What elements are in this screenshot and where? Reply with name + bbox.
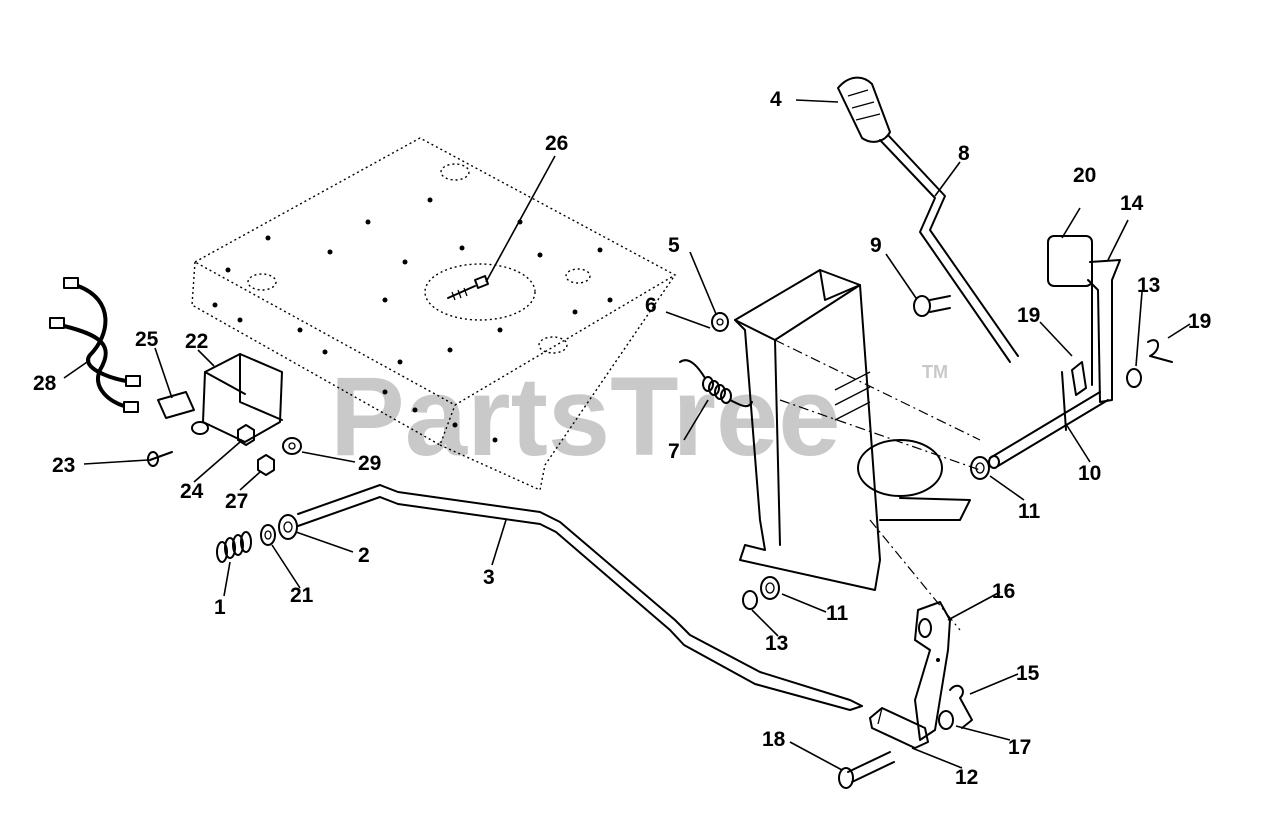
- callout-20: 20: [1073, 164, 1096, 187]
- callout-10: 10: [1078, 462, 1101, 485]
- clip-19-a: [1071, 361, 1087, 396]
- frame-plate: [191, 137, 677, 491]
- bolt-26: [447, 275, 489, 301]
- grip-4: [837, 76, 891, 143]
- callout-6: 6: [645, 294, 657, 317]
- callout-17: 17: [1008, 736, 1031, 759]
- washer-5: [711, 312, 729, 332]
- pedal-bracket: [734, 269, 981, 631]
- lever-8: [879, 134, 1019, 363]
- shaft-10: [988, 371, 1109, 469]
- wiring-harness-28: [49, 277, 141, 413]
- bushing-11-b: [760, 576, 780, 600]
- nut-24: [237, 424, 255, 446]
- callout-13-a: 13: [1137, 274, 1160, 297]
- callouts: 1 2 3 4 5 6 7 8 9 10 11 11 12 13 13 14 1…: [33, 88, 1211, 789]
- clevis-12: [869, 707, 929, 749]
- arm-16: [914, 601, 951, 741]
- callout-1: 1: [214, 596, 226, 619]
- callout-26: 26: [545, 132, 568, 155]
- bracket-22: [202, 353, 283, 443]
- callout-4: 4: [770, 88, 782, 111]
- washer-17: [938, 710, 954, 730]
- callout-2: 2: [358, 544, 370, 567]
- pedal-14: [1087, 259, 1121, 403]
- watermark-trademark: TM: [922, 362, 948, 382]
- callout-12: 12: [955, 766, 978, 789]
- nut-27: [257, 454, 275, 476]
- callout-7: 7: [668, 440, 680, 463]
- pad-20: [1047, 235, 1093, 287]
- callout-5: 5: [668, 234, 680, 257]
- callout-28: 28: [33, 372, 57, 395]
- callout-16: 16: [992, 580, 1015, 603]
- bushing-9: [913, 295, 951, 317]
- bushing-11-a: [970, 456, 990, 480]
- callout-11-a: 11: [1018, 500, 1041, 523]
- callout-19-b: 19: [1188, 310, 1211, 333]
- callout-8: 8: [958, 142, 970, 165]
- watermark-text: PartsTree: [330, 354, 841, 479]
- callout-21: 21: [290, 584, 314, 607]
- screw-23: [147, 451, 173, 467]
- clip-15: [949, 684, 973, 729]
- watermark: PartsTree TM: [330, 354, 948, 479]
- rod-3: [297, 484, 863, 711]
- callout-3: 3: [483, 566, 495, 589]
- washer-21: [260, 524, 276, 546]
- callout-19-a: 19: [1017, 304, 1040, 327]
- callout-14: 14: [1120, 192, 1144, 215]
- callout-29: 29: [358, 452, 381, 475]
- callout-24: 24: [180, 480, 204, 503]
- leader-lines: [63, 99, 1191, 771]
- washer-13-a: [1126, 368, 1142, 388]
- clip-19-b: [1147, 339, 1173, 363]
- callout-15: 15: [1016, 662, 1040, 685]
- callout-25: 25: [135, 328, 159, 351]
- spring-7: [679, 359, 753, 408]
- callout-27: 27: [225, 490, 248, 513]
- callout-22: 22: [185, 330, 208, 353]
- callout-23: 23: [52, 454, 75, 477]
- washer-13-b: [742, 590, 758, 610]
- washer-29: [282, 437, 302, 455]
- callout-13-b: 13: [765, 632, 788, 655]
- callout-11-b: 11: [826, 602, 849, 625]
- switch-25: [157, 391, 209, 435]
- callout-9: 9: [870, 234, 882, 257]
- spring-1: [216, 531, 252, 563]
- callout-18: 18: [762, 728, 786, 751]
- washer-2: [278, 514, 298, 540]
- pin-18: [838, 751, 895, 789]
